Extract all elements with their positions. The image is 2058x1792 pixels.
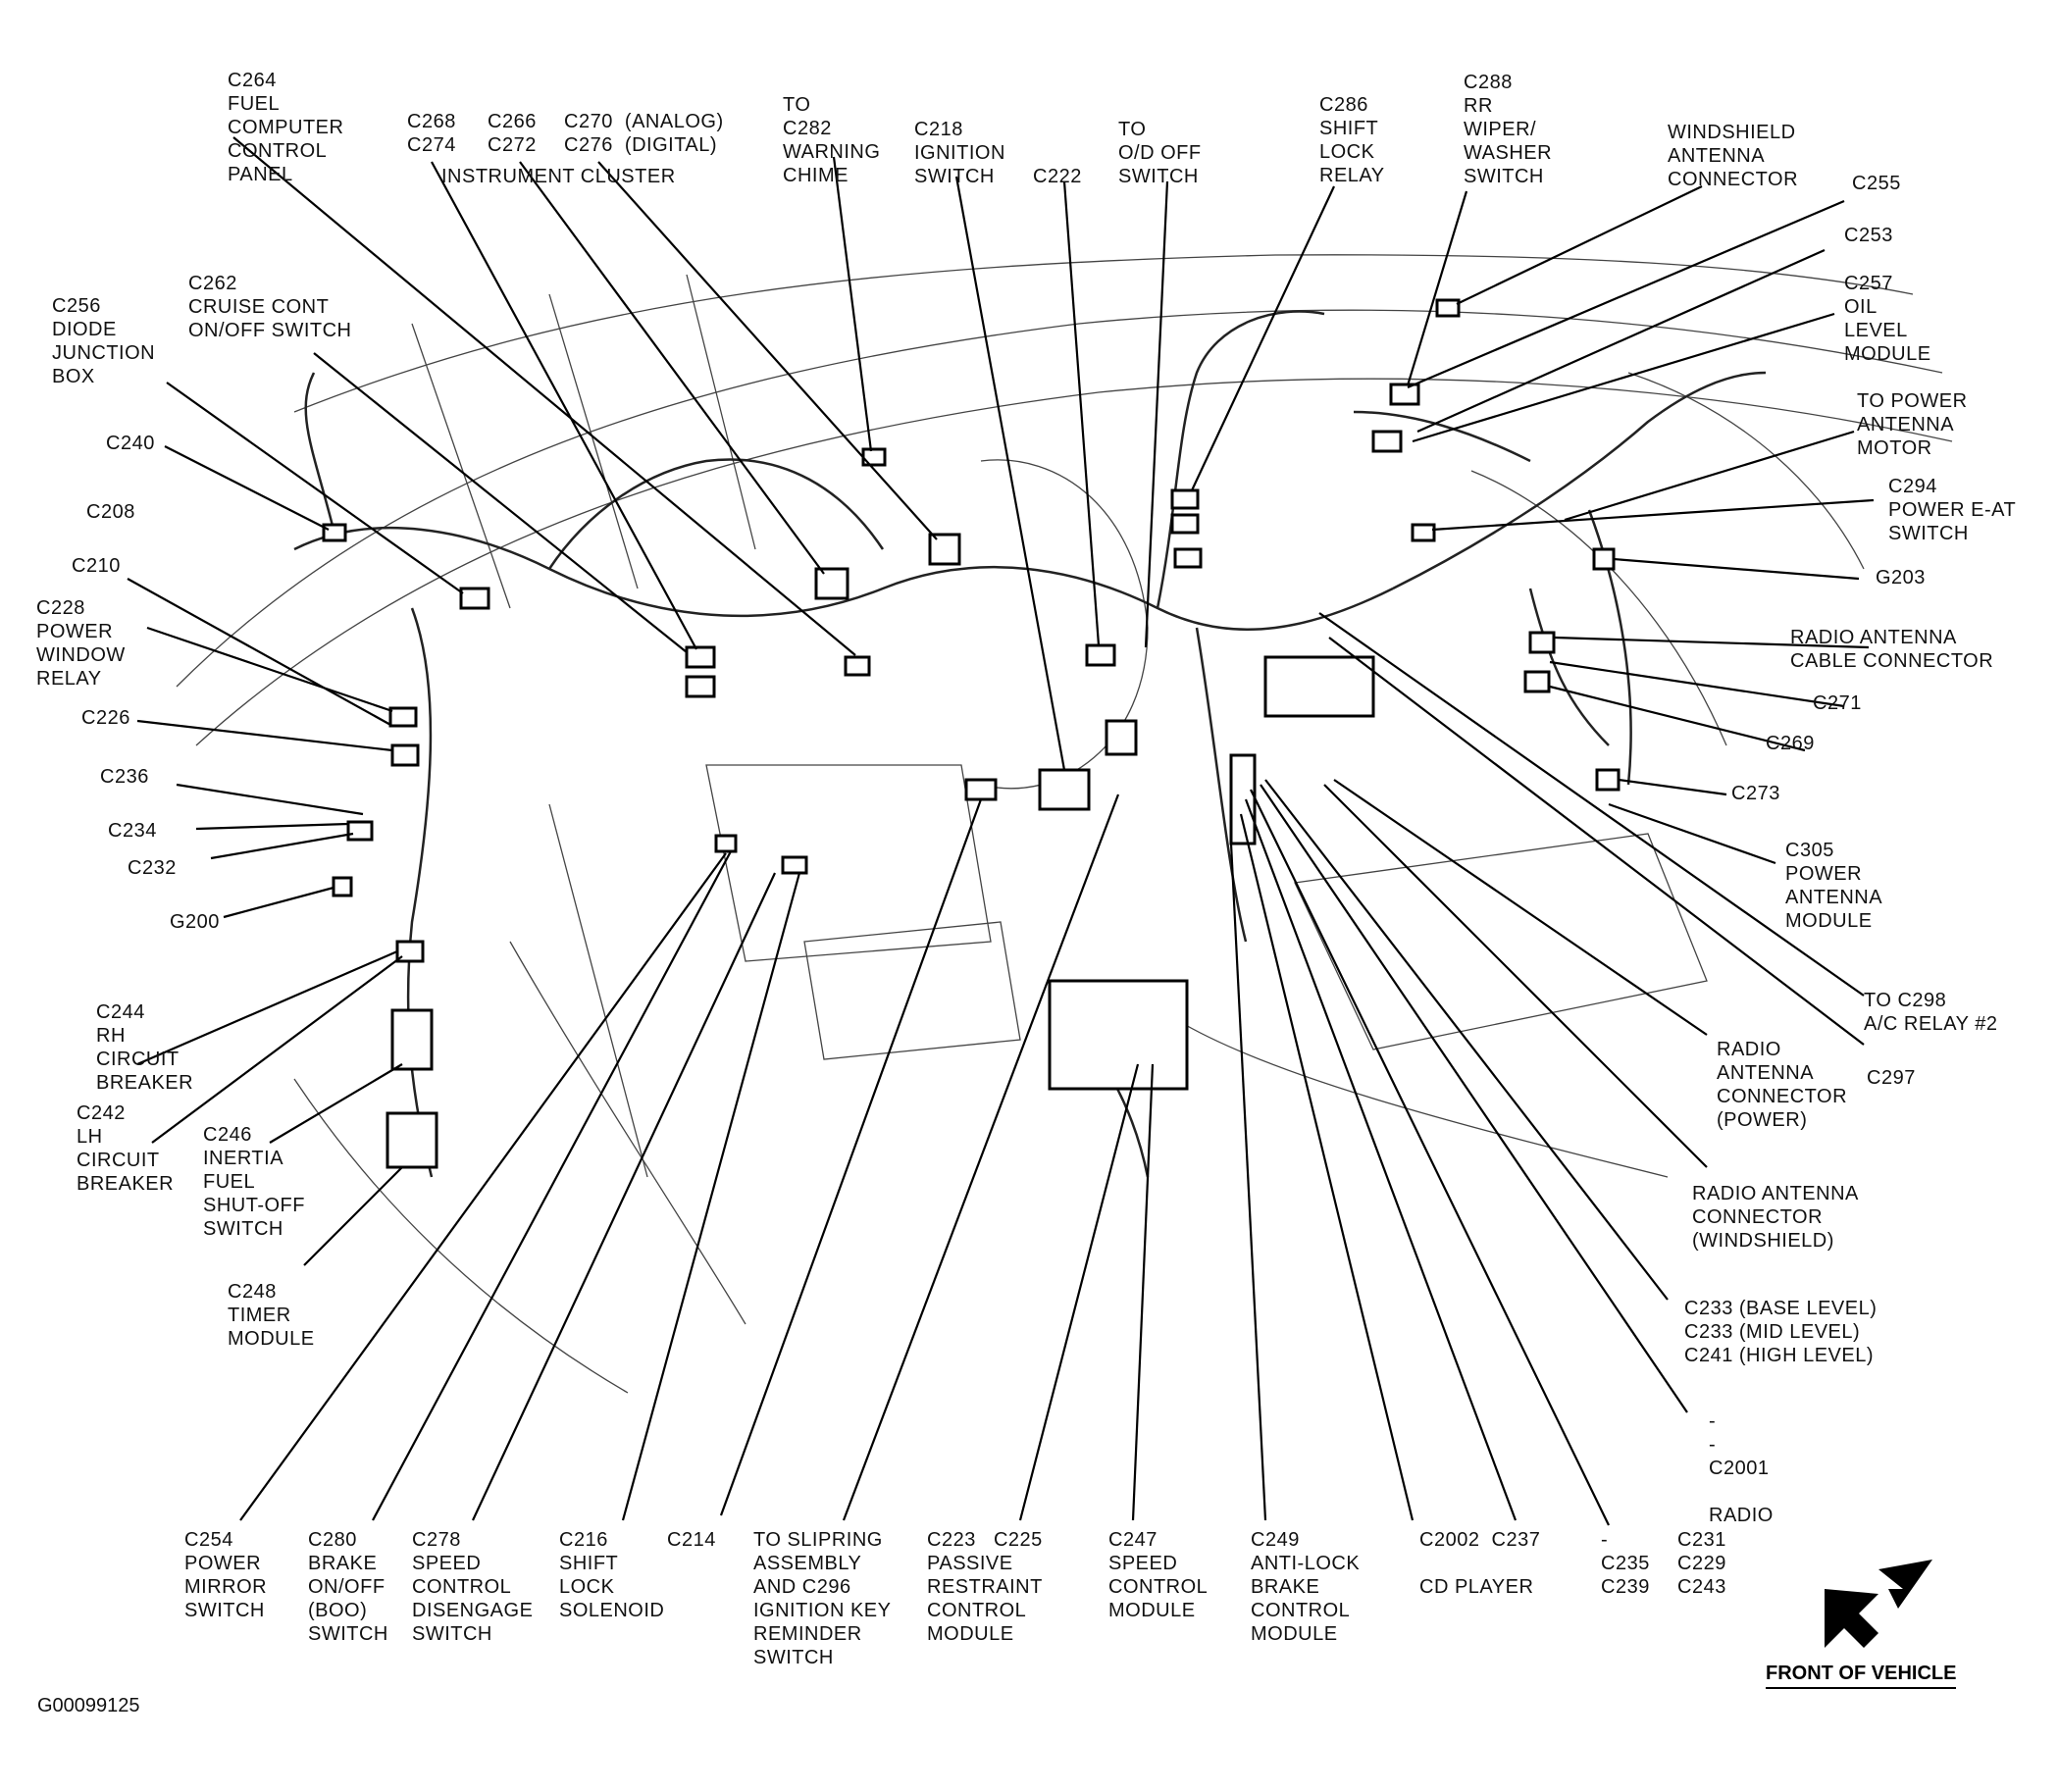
leader-lines [127,136,1875,1526]
dash-outline [176,254,1953,1394]
label-instrument-cluster: INSTRUMENT CLUSTER [441,166,676,187]
label-c232: C232 [128,857,177,879]
connector-c266 [814,567,849,600]
label-c247: C247 SPEED CONTROL MODULE [1108,1529,1209,1621]
label-c233: C233 (BASE LEVEL) C233 (MID LEVEL) C241 … [1684,1298,1878,1366]
connector-c273 [1595,768,1621,792]
connector-c294 [1411,523,1436,542]
connector-c218 [1038,768,1091,811]
label-c222: C222 [1033,166,1082,187]
connector-slipring [964,778,998,801]
connector-radio [1263,655,1375,718]
label-g200: G200 [170,911,220,933]
label-c228: C228 POWER WINDOW RELAY [36,597,126,690]
connector-c262 [685,645,716,669]
connector-c255 [1435,298,1461,318]
label-c216: C216 SHIFT LOCK SOLENOID [559,1529,665,1621]
label-c270: C270 (ANALOG) C276 (DIGITAL) [564,111,724,156]
connector-c297 [1229,753,1257,845]
label-c223: C223 C225 PASSIVE RESTRAINT CONTROL MODU… [927,1529,1043,1645]
connector-c288 [1173,547,1203,569]
label-slipring: TO SLIPRING ASSEMBLY AND C296 IGNITION K… [753,1529,892,1668]
label-c278: C278 SPEED CONTROL DISENGAGE SWITCH [412,1529,534,1645]
label-c266: C266 C272 [488,111,537,156]
label-radio-antenna-cable: RADIO ANTENNA CABLE CONNECTOR [1790,627,1994,672]
connector-c246 [390,1008,434,1071]
label-c218: C218 IGNITION SWITCH [914,119,1005,187]
connectors [322,298,1621,1169]
label-c249: C249 ANTI-LOCK BRAKE CONTROL MODULE [1251,1529,1361,1645]
connector-c286 [1170,513,1200,535]
front-of-vehicle-label: FRONT OF VEHICLE [1766,1663,1957,1689]
connector-c226 [390,743,420,767]
connector-c240 [322,523,347,542]
label-c268: C268 C274 [407,111,456,156]
connector-c208 [388,706,418,728]
label-c210: C210 [72,555,121,577]
label-c234: C234 [108,820,157,842]
connector-c249 [1048,979,1189,1091]
front-arrow-icon [1825,1560,1932,1648]
label-c242: C242 LH CIRCUIT BREAKER [77,1102,175,1195]
connector-c222 [1085,643,1116,667]
connector-c256 [459,587,490,610]
connector-g200 [332,876,353,897]
label-c273: C273 [1731,783,1780,804]
label-c246: C246 INERTIA FUEL SHUT-OFF SWITCH [203,1124,305,1240]
connector-c257 [1371,430,1403,453]
label-c282: TO C282 WARNING CHIME [783,94,881,186]
label-c297: C297 [1867,1067,1916,1089]
connector-c264 [844,655,871,677]
label-c244: C244 RH CIRCUIT BREAKER [96,1001,194,1094]
label-c262: C262 CRUISE CONT ON/OFF SWITCH [188,273,352,341]
label-c253: C253 [1844,225,1893,246]
label-c235: - C235 C239 [1601,1529,1650,1598]
label-g203: G203 [1876,567,1926,589]
label-c264: C264 FUEL COMPUTER CONTROL PANEL [228,70,344,185]
label-od-off: TO O/D OFF SWITCH [1118,119,1202,187]
label-c214: C214 [667,1529,716,1551]
connector-c248 [386,1111,438,1169]
connector-od [1170,488,1200,510]
label-c305: C305 POWER ANTENNA MODULE [1785,840,1883,932]
label-c254: C254 POWER MIRROR SWITCH [184,1529,268,1621]
label-c271: C271 [1813,692,1862,714]
label-c294: C294 POWER E-AT SWITCH [1888,476,2017,544]
connector-c253 [1389,383,1420,406]
connector-g203 [1592,547,1616,571]
figure-id: G00099125 [37,1695,140,1716]
wiring-harness [293,310,1767,1178]
label-c269: C269 [1766,733,1815,754]
label-cd-player: C2002 C237 CD PLAYER [1419,1529,1541,1598]
connector-c271 [1528,631,1556,654]
label-c280: C280 BRAKE ON/OFF (BOO) SWITCH [308,1529,388,1645]
connector-c234 [346,820,374,842]
connector-c269 [1523,670,1551,693]
connector-c247 [1105,719,1138,756]
label-radio-antenna-windshield: RADIO ANTENNA CONNECTOR (WINDSHIELD) [1692,1183,1859,1252]
connector-c270 [928,533,961,566]
label-radio-antenna-power: RADIO ANTENNA CONNECTOR (POWER) [1717,1039,1848,1131]
label-c231: C231 C229 C243 [1677,1529,1726,1598]
label-radio: - - C2001 RADIO [1709,1410,1774,1526]
label-c256: C256 DIODE JUNCTION BOX [52,295,156,387]
label-power-antenna-motor: TO POWER ANTENNA MOTOR [1857,390,1968,459]
label-c226: C226 [81,707,130,729]
label-c298: TO C298 A/C RELAY #2 [1864,990,1998,1035]
label-c248: C248 TIMER MODULE [228,1281,315,1350]
label-c236: C236 [100,766,149,788]
label-c240: C240 [106,433,155,454]
connector-c268 [685,675,716,698]
label-c257: C257 OIL LEVEL MODULE [1844,273,1931,365]
label-c288: C288 RR WIPER/ WASHER SWITCH [1464,72,1553,187]
connector-c216 [781,855,808,875]
label-c208: C208 [86,501,135,523]
label-windshield-antenna: WINDSHIELD ANTENNA CONNECTOR [1668,122,1799,190]
label-c286: C286 SHIFT LOCK RELAY [1319,94,1385,186]
label-c255: C255 [1852,173,1901,194]
connector-c214 [714,834,738,853]
